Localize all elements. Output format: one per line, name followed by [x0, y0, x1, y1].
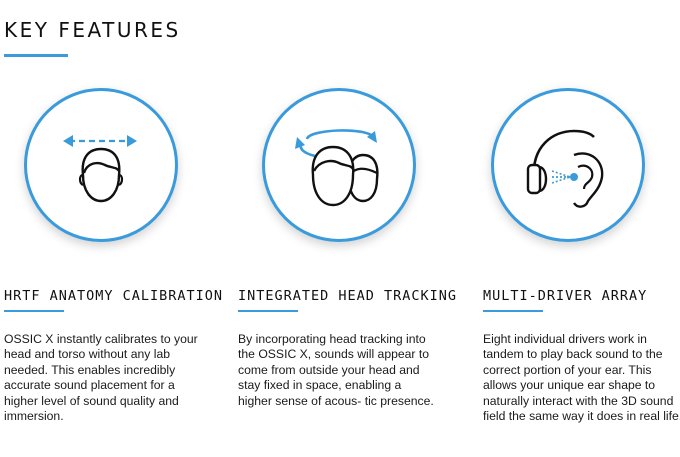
head-calibration-icon: [63, 135, 137, 203]
feature-icon-circle: [262, 88, 416, 242]
feature-description: Eight individual drivers work in tandem …: [483, 332, 680, 424]
feature-title: INTEGRATED HEAD TRACKING: [238, 288, 458, 304]
feature-title: MULTI-DRIVER ARRAY: [483, 288, 648, 304]
headphone-ear-icon: [526, 129, 604, 208]
title-underline: [4, 54, 68, 57]
feature-icon-circle: [24, 88, 178, 242]
feature-description: OSSIC X instantly calibrates to your hea…: [4, 332, 198, 424]
head-tracking-icon: [295, 129, 379, 207]
feature-underline: [238, 310, 298, 312]
feature-description: By incorporating head tracking into the …: [238, 332, 434, 408]
feature-underline: [483, 310, 543, 312]
feature-underline: [4, 310, 64, 312]
page-title: KEY FEATURES: [4, 18, 181, 42]
feature-title: HRTF ANATOMY CALIBRATION: [4, 288, 224, 304]
feature-icon-circle: [491, 88, 645, 242]
